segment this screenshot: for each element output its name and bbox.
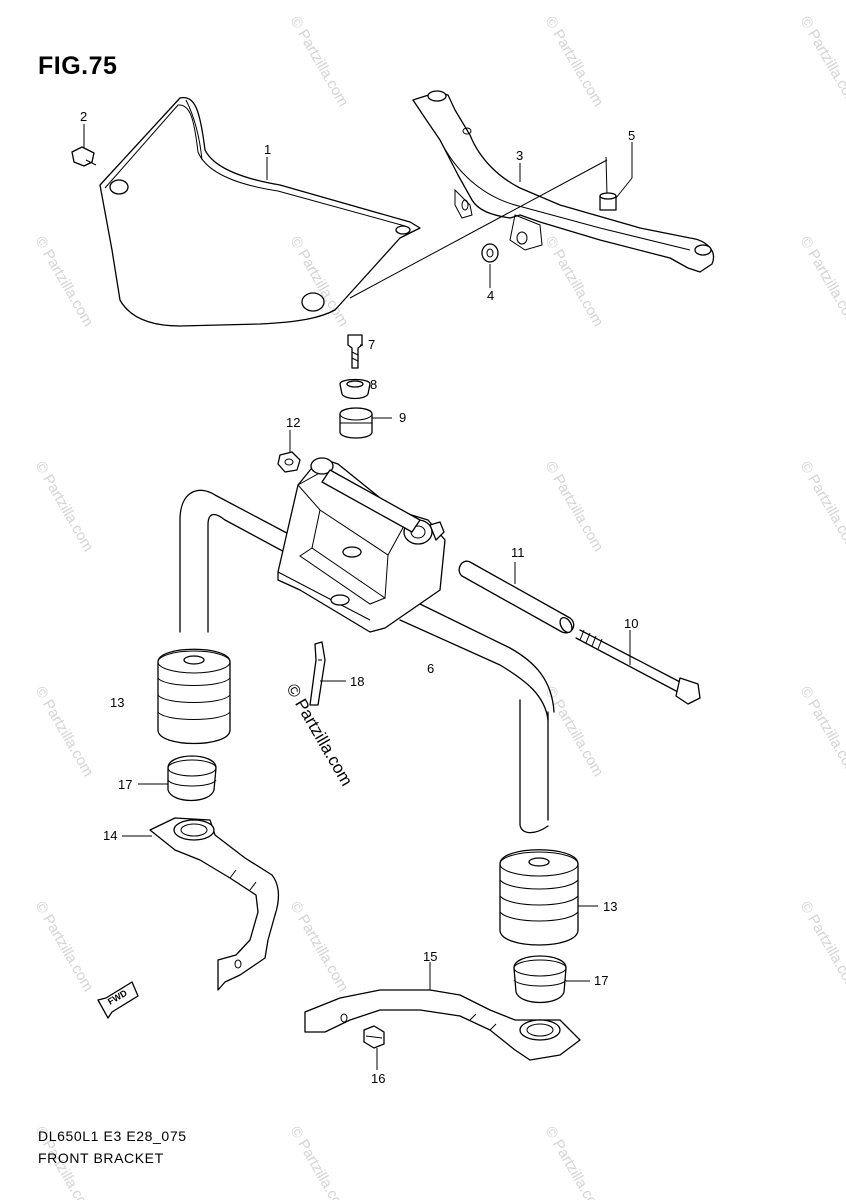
part-17-bushing-left: [167, 755, 217, 802]
part-8-washer: [339, 378, 371, 400]
watermark: © Partzilla.com: [797, 684, 846, 780]
callout-12: 12: [286, 415, 300, 430]
watermark: © Partzilla.com: [287, 14, 352, 110]
watermark: © Partzilla.com: [32, 684, 97, 780]
watermark: © Partzilla.com: [287, 234, 352, 330]
part-3-bracket: [412, 90, 715, 273]
part-5-collar: [599, 192, 617, 211]
leader-lines: [83, 124, 633, 1070]
part-9-bushing: [339, 407, 373, 439]
part-7-bolt: [347, 334, 363, 369]
watermark: © Partzilla.com: [797, 459, 846, 555]
watermark: © Partzilla.com: [32, 234, 97, 330]
callout-numbers: 1 2 3 4 5 6 7 8 9 10 11 12 13 13 14 15 1…: [80, 109, 638, 1086]
callout-6: 6: [427, 661, 434, 676]
part-13-damper-left: [157, 648, 231, 745]
callout-16: 16: [371, 1071, 385, 1086]
figure-name: FRONT BRACKET: [38, 1150, 164, 1166]
callout-17: 17: [594, 973, 608, 988]
part-14-bracket: [149, 817, 280, 991]
leader-line: [349, 159, 608, 299]
part-17-bushing-right: [513, 955, 567, 1004]
callout-10: 10: [624, 616, 638, 631]
callout-13: 13: [603, 899, 617, 914]
watermark: © Partzilla.com: [797, 234, 846, 330]
part-2-clip: [71, 146, 97, 167]
part-16-bolt: [363, 1025, 385, 1049]
watermark: © Partzilla.com: [797, 14, 846, 110]
callout-17: 17: [118, 777, 132, 792]
callout-2: 2: [80, 109, 87, 124]
part-10-bolt: [575, 629, 701, 705]
callout-14: 14: [103, 828, 117, 843]
callout-3: 3: [516, 148, 523, 163]
part-13-damper-right: [499, 849, 579, 946]
callout-4: 4: [487, 288, 494, 303]
callout-1: 1: [264, 142, 271, 157]
watermark: © Partzilla.com: [32, 899, 97, 995]
callout-15: 15: [423, 949, 437, 964]
part-15-bracket: [304, 989, 581, 1061]
watermark: © Partzilla.com: [287, 899, 352, 995]
part-6-mount: [179, 457, 555, 834]
figure-title: FIG.75: [38, 52, 118, 80]
part-18-strap: [309, 641, 326, 706]
callout-18: 18: [350, 674, 364, 689]
callout-9: 9: [399, 410, 406, 425]
watermark: © Partzilla.com: [287, 1124, 352, 1200]
callout-5: 5: [628, 128, 635, 143]
watermark: © Partzilla.com: [542, 234, 607, 330]
watermark: © Partzilla.com: [542, 459, 607, 555]
callout-13: 13: [110, 695, 124, 710]
part-4-nut: [481, 243, 499, 263]
fwd-arrow-icon: FWD: [97, 981, 139, 1019]
watermark: © Partzilla.com: [797, 899, 846, 995]
leader-line: [605, 156, 608, 196]
callout-11: 11: [511, 545, 525, 560]
watermark-pattern: © Partzilla.com © Partzilla.com © Partzi…: [32, 14, 846, 1200]
watermark: © Partzilla.com: [542, 14, 607, 110]
part-12-nut: [277, 451, 301, 473]
callout-7: 7: [368, 337, 375, 352]
part-11-spacer: [458, 560, 575, 634]
figure-code: DL650L1 E3 E28_075: [38, 1128, 187, 1144]
watermark: © Partzilla.com: [32, 459, 97, 555]
callout-8: 8: [370, 377, 377, 392]
watermark: © Partzilla.com: [542, 1124, 607, 1200]
part-1-cover: [99, 97, 421, 327]
